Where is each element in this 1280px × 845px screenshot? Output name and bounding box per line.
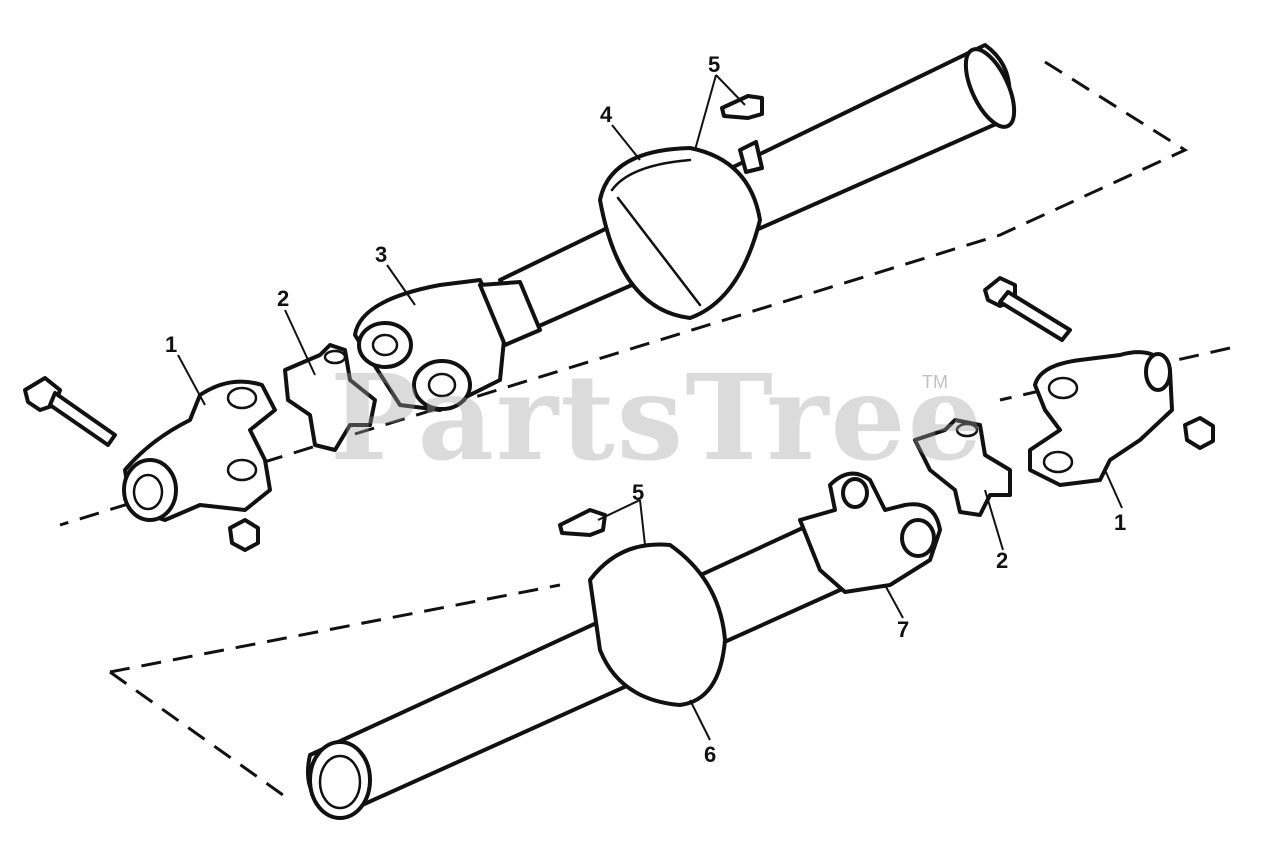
callout-6: 6 — [704, 742, 716, 767]
callout-2-left: 2 — [277, 286, 289, 311]
callout-labels: 1 2 3 4 5 1 2 5 6 7 — [165, 52, 1126, 767]
callout-1-right: 1 — [1114, 510, 1126, 535]
yoke-7 — [798, 471, 942, 594]
lower-shaft-assembly — [306, 471, 942, 820]
upper-shaft-assembly — [498, 43, 1017, 332]
shield-4 — [598, 146, 762, 320]
yoke-1-left — [23, 376, 277, 552]
yoke-3 — [353, 278, 542, 412]
callout-3: 3 — [375, 242, 387, 267]
callout-1-left: 1 — [165, 332, 177, 357]
yoke-1-right — [983, 276, 1215, 487]
clip-5-upper — [720, 94, 764, 120]
callout-5-lower: 5 — [632, 480, 644, 505]
callout-5-upper: 5 — [708, 52, 720, 77]
leader-lines — [177, 74, 1123, 741]
callout-7: 7 — [897, 617, 909, 642]
shield-6 — [588, 542, 727, 707]
nut-left — [228, 518, 260, 552]
callout-2-right: 2 — [996, 548, 1008, 573]
callout-4: 4 — [600, 102, 613, 127]
cross-2-right — [913, 418, 1012, 517]
clip-5-lower — [558, 508, 607, 537]
cross-2-left — [283, 343, 377, 452]
nut-right — [1183, 416, 1215, 450]
